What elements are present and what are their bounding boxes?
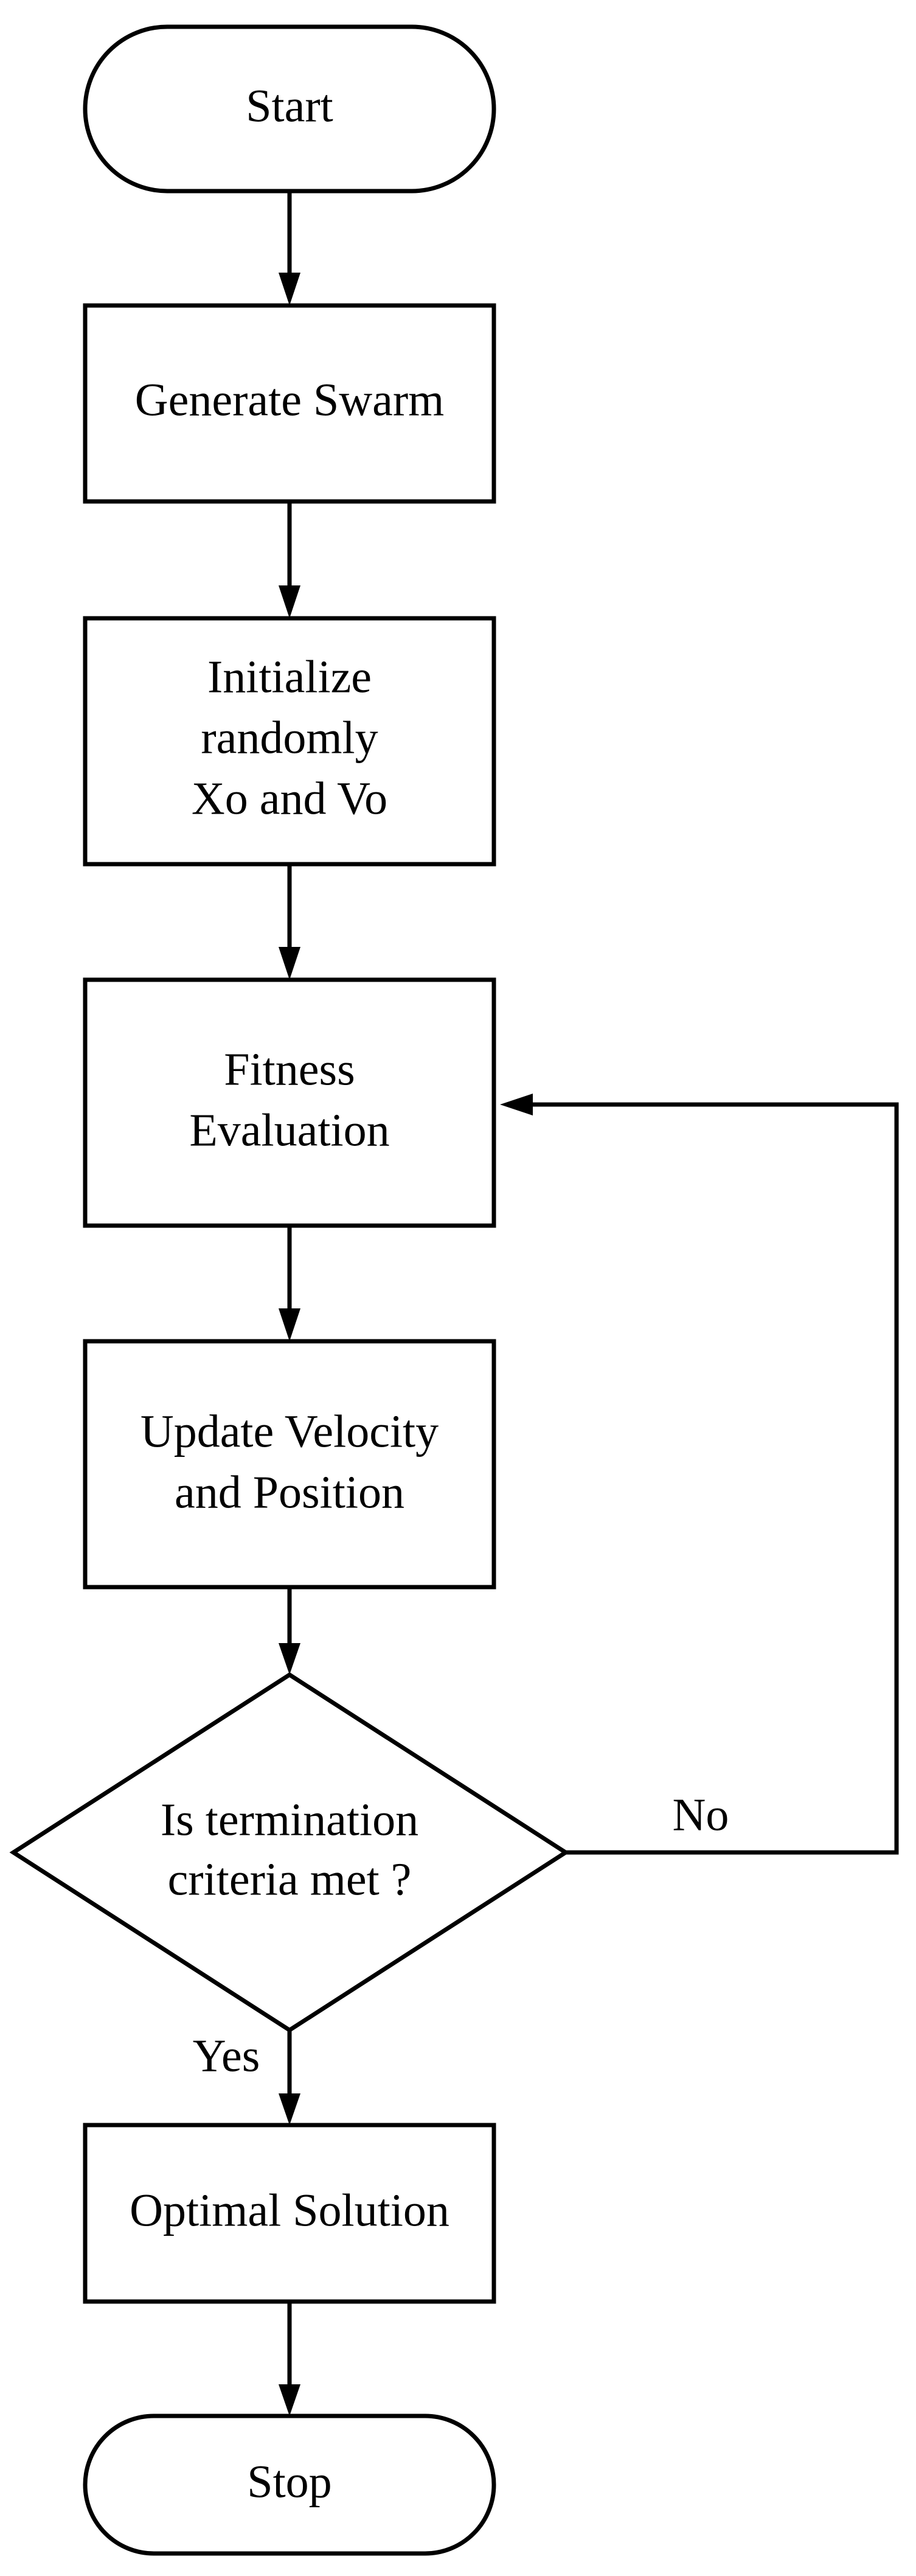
generate-swarm-label: Generate Swarm	[135, 374, 445, 425]
stop-label: Stop	[247, 2456, 331, 2507]
initialize-label-line2: randomly	[201, 712, 378, 763]
fitness-label-line2: Evaluation	[189, 1105, 389, 1156]
arrow-fitness-to-update	[279, 1226, 300, 1341]
update-label-line1: Update Velocity	[141, 1406, 439, 1457]
optimal-label: Optimal Solution	[130, 2185, 449, 2236]
optimal-solution-node: Optimal Solution	[83, 2123, 496, 2304]
arrow-optimal-to-stop	[279, 2302, 300, 2416]
arrow-yes-to-optimal	[279, 2030, 300, 2125]
initialize-label-line3: Xo and Vo	[192, 773, 387, 824]
yes-label: Yes	[193, 2030, 260, 2081]
termination-decision-node: Is termination criteria met ?	[9, 1672, 570, 2033]
generate-swarm-node: Generate Swarm	[83, 303, 496, 504]
initialize-label-line1: Initialize	[207, 651, 372, 702]
stop-node: Stop	[83, 2414, 496, 2556]
arrow-initialize-to-fitness	[279, 864, 300, 980]
arrow-update-to-decision	[279, 1587, 300, 1675]
no-label: No	[673, 1789, 729, 1840]
initialize-node: Initialize randomly Xo and Vo	[83, 616, 496, 867]
arrow-no-loop-to-fitness	[500, 1094, 899, 1855]
arrow-start-to-generate	[279, 191, 300, 305]
fitness-label-line1: Fitness	[224, 1044, 355, 1095]
start-label: Start	[246, 80, 333, 131]
arrow-generate-to-initialize	[279, 501, 300, 618]
fitness-evaluation-node: Fitness Evaluation	[83, 977, 496, 1228]
decision-label-line1: Is termination	[161, 1794, 418, 1845]
decision-label-line2: criteria met ?	[168, 1854, 412, 1905]
update-velocity-node: Update Velocity and Position	[83, 1339, 496, 1590]
update-label-line2: and Position	[175, 1467, 404, 1518]
start-node: Start	[83, 24, 496, 194]
